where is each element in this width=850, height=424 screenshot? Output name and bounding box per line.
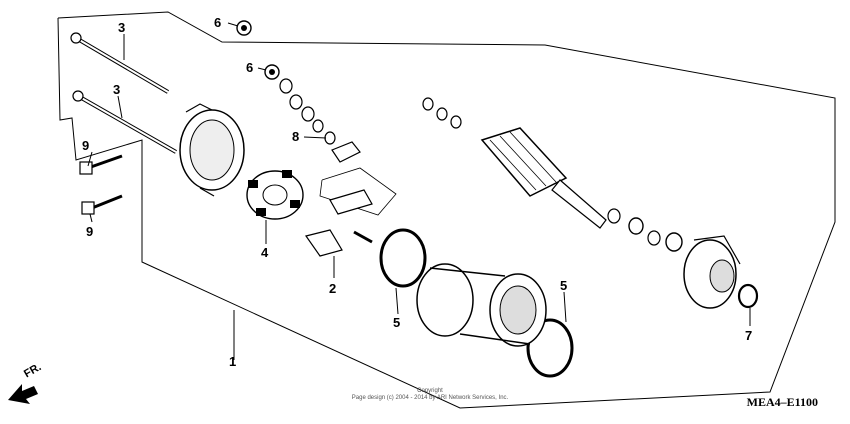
brush-holder[interactable] xyxy=(246,170,304,220)
callout-9-upper: 9 xyxy=(82,138,89,153)
through-bolt-upper[interactable] xyxy=(70,32,170,94)
bolt-9-lower[interactable] xyxy=(81,194,123,215)
callout-5-rear: 5 xyxy=(560,278,567,293)
assembly-outline xyxy=(57,11,836,409)
callout-8: 8 xyxy=(292,129,299,144)
callout-3-upper: 3 xyxy=(118,20,125,35)
leader-lines xyxy=(87,22,751,360)
o-ring-rear[interactable] xyxy=(526,318,574,378)
inner-outline xyxy=(319,167,397,216)
front-bracket[interactable] xyxy=(683,235,741,309)
callout-9-lower: 9 xyxy=(86,224,93,239)
copyright-line-2: Page design (c) 2004 - 2014 by ARI Netwo… xyxy=(351,395,509,401)
callout-3-lower: 3 xyxy=(113,82,120,97)
copyright-line-1: Copyright xyxy=(417,388,443,394)
o-ring-7[interactable] xyxy=(737,283,759,309)
armature[interactable] xyxy=(422,97,607,229)
o-ring-front[interactable] xyxy=(379,228,427,288)
nut-6[interactable] xyxy=(264,64,280,80)
diagram-code: MEA4–E1100 xyxy=(746,395,818,409)
callout-5-front: 5 xyxy=(393,315,400,330)
callout-6: 6 xyxy=(246,60,253,75)
nut-6-top[interactable] xyxy=(236,20,252,36)
terminal-insulator[interactable] xyxy=(305,141,373,257)
callout-1: 1 xyxy=(229,354,236,369)
callout-7: 7 xyxy=(745,328,752,343)
motor-yoke[interactable] xyxy=(416,240,547,360)
washer-stack[interactable] xyxy=(279,78,336,145)
front-washers[interactable] xyxy=(607,208,683,252)
bolt-9-upper[interactable] xyxy=(79,154,123,175)
callout-4: 4 xyxy=(261,245,269,260)
callout-6-top: 6 xyxy=(214,15,221,30)
through-bolt-lower[interactable] xyxy=(72,90,177,154)
callout-2: 2 xyxy=(329,281,336,296)
front-direction-arrow-icon xyxy=(8,384,38,404)
rear-cover[interactable] xyxy=(179,103,245,197)
copyright-notice: Copyright Page design (c) 2004 - 2014 by… xyxy=(320,388,540,402)
